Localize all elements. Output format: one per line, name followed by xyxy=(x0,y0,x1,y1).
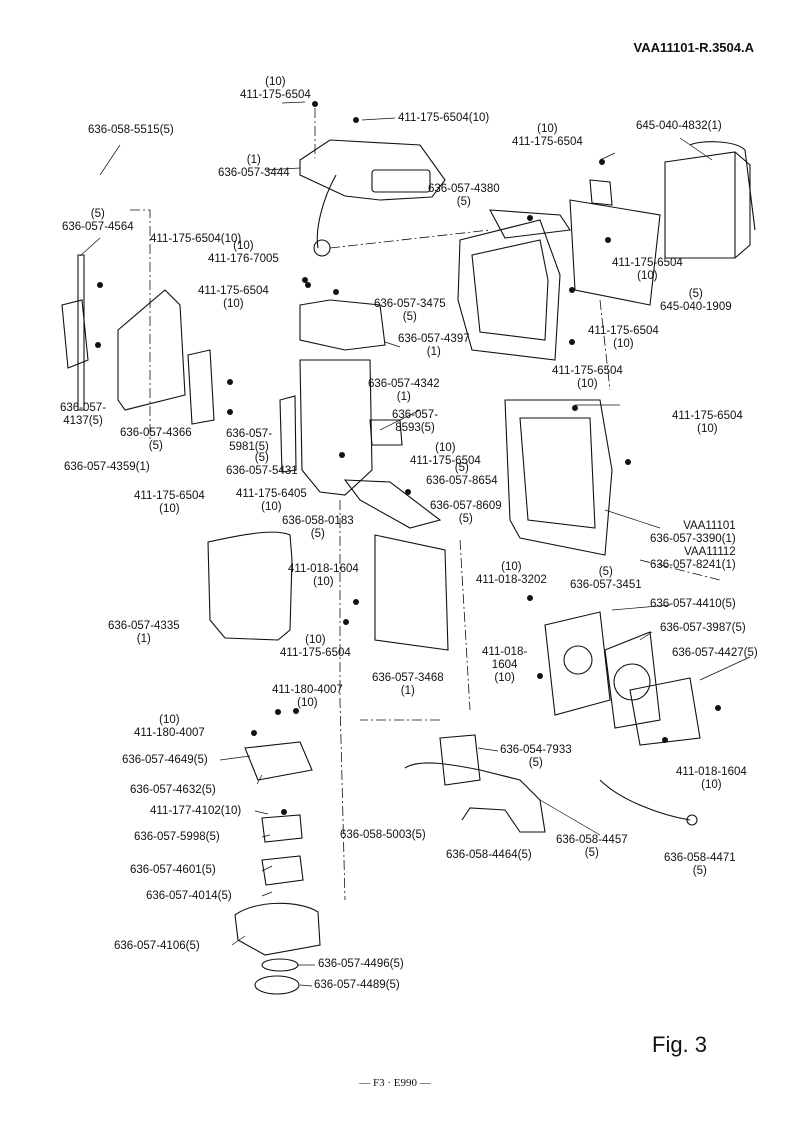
callout-19: 636-057-4137(5) xyxy=(60,402,107,427)
callout-6: (10)411-175-6504 xyxy=(512,123,583,148)
callout-48: 636-057-4632(5) xyxy=(130,784,216,796)
callout-45: 636-057-4649(5) xyxy=(122,754,208,766)
callout-7: 636-057-4380(5) xyxy=(428,183,500,208)
callout-46: 636-054-7933(5) xyxy=(500,744,572,769)
callout-34: (10)411-018-3202 xyxy=(476,561,547,586)
center-chassis xyxy=(279,299,442,529)
wire-harness xyxy=(404,734,698,833)
front-grip-cover xyxy=(207,531,293,641)
lcd-board xyxy=(374,534,449,651)
callout-29: (5)636-057-8654 xyxy=(426,462,498,487)
callout-55: 636-057-4601(5) xyxy=(130,864,216,876)
callout-28: 411-175-6405(10) xyxy=(236,488,307,513)
callout-21: 636-057-5981(5) xyxy=(226,428,273,453)
callout-42: 636-057-3468(1) xyxy=(372,672,444,697)
lens-block xyxy=(544,611,701,746)
callout-18: 636-057-4342(1) xyxy=(368,378,440,403)
callout-13: 411-175-6504(10) xyxy=(198,285,269,310)
assembly-guides xyxy=(130,108,721,901)
callout-20: 636-057-4366(5) xyxy=(120,427,192,452)
callout-24: 636-057-4359(1) xyxy=(64,461,150,473)
document-code: VAA11101-R.3504.A xyxy=(633,40,754,55)
side-strip xyxy=(77,254,85,411)
callout-37: 636-057-4335(1) xyxy=(108,620,180,645)
screws xyxy=(95,101,721,815)
callout-30: 636-057-8609(5) xyxy=(430,500,502,525)
callout-52: 636-058-4464(5) xyxy=(446,849,532,861)
lcd-frame xyxy=(504,399,613,556)
callout-44: (10)411-180-4007 xyxy=(134,714,205,739)
flex-strip xyxy=(569,199,661,306)
callout-40: 636-057-3987(5) xyxy=(660,622,746,634)
callout-17: 411-175-6504(10) xyxy=(552,365,623,390)
callout-1: (10)411-175-6504 xyxy=(240,76,311,101)
rear-frame xyxy=(457,209,571,361)
leader-lines xyxy=(79,101,751,987)
callout-59: 636-057-4489(5) xyxy=(314,979,400,991)
callout-54: 636-058-4471(5) xyxy=(664,852,736,877)
battery-pack xyxy=(664,141,756,259)
callout-23: 411-175-6504(10) xyxy=(672,410,743,435)
callout-43: 411-180-4007(10) xyxy=(272,684,343,709)
callout-49: 411-177-4102(10) xyxy=(150,805,242,817)
callout-41: 636-057-4427(5) xyxy=(672,647,758,659)
page-footer: — F3 · E990 — xyxy=(359,1077,431,1089)
callout-22: 636-057-8593(5) xyxy=(392,409,439,434)
callout-2: 411-175-6504(10) xyxy=(398,112,490,124)
top-cover-plate xyxy=(299,139,446,257)
callout-14: 636-057-3475(5) xyxy=(374,298,446,323)
callout-9: 411-175-6504(10) xyxy=(150,233,242,245)
callout-39: 411-018-1604(10) xyxy=(482,646,528,684)
callout-47: 411-018-1604(10) xyxy=(676,766,747,791)
callout-16: 411-175-6504(10) xyxy=(588,325,659,350)
callout-31: 636-058-0183(5) xyxy=(282,515,354,540)
callout-33: 411-018-1604(10) xyxy=(288,563,359,588)
callout-10: (10)411-176-7005 xyxy=(208,240,279,265)
callout-15: 636-057-4397(1) xyxy=(398,333,470,358)
callout-56: 636-057-4014(5) xyxy=(146,890,232,902)
callout-38: (10)411-175-6504 xyxy=(280,634,351,659)
bottom-stack xyxy=(234,741,321,995)
callout-35: (5)636-057-3451 xyxy=(570,566,642,591)
figure-caption: Fig. 3 xyxy=(652,1032,708,1057)
callout-51: 636-058-5003(5) xyxy=(340,829,426,841)
callout-8: (5)636-057-4564 xyxy=(62,208,134,233)
callout-26: (10)411-175-6504 xyxy=(410,442,481,467)
callout-58: 636-057-4496(5) xyxy=(318,958,404,970)
callout-5: 645-040-4832(1) xyxy=(636,120,722,132)
callout-4: (1)636-057-3444 xyxy=(218,154,290,179)
callout-36: 636-057-4410(5) xyxy=(650,598,736,610)
callout-50: 636-057-5998(5) xyxy=(134,831,220,843)
callout-25: (5)636-057-5431 xyxy=(226,452,298,477)
left-frame xyxy=(117,289,186,411)
callout-11: 411-175-6504(10) xyxy=(612,257,683,282)
callout-53: 636-058-4457(5) xyxy=(556,834,628,859)
callout-57: 636-057-4106(5) xyxy=(114,940,200,952)
callout-27: 411-175-6504(10) xyxy=(134,490,205,515)
callout-3: 636-058-5515(5) xyxy=(88,124,174,136)
callout-12: (5)645-040-1909 xyxy=(660,288,732,313)
